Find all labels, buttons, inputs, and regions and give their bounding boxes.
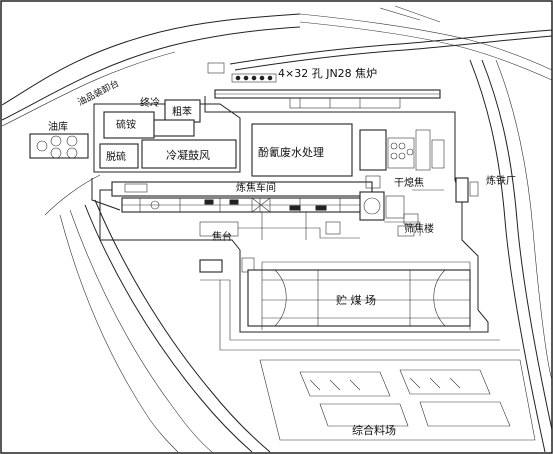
coke-oven-battery <box>207 62 441 109</box>
dry-quenching <box>359 175 444 237</box>
plant-boundary <box>99 96 489 333</box>
ammonium-sulfate-label: 硫铵 <box>116 118 136 131</box>
service-roads <box>44 174 520 351</box>
coke-wharf <box>199 212 360 273</box>
wastewater-label: 酚氰废水处理 <box>258 145 324 159</box>
railway-tracks-top <box>229 5 553 81</box>
ironworks-building <box>455 177 479 203</box>
chemical-area-boundary <box>93 103 241 173</box>
condensation-blower-label: 冷凝鼓风 <box>166 148 210 162</box>
crude-benzene-label: 粗苯 <box>172 105 192 118</box>
coal-yard <box>247 261 471 330</box>
lower-left-rails <box>59 199 271 453</box>
coking-workshop-label: 炼焦车间 <box>236 181 276 194</box>
chemical-buildings <box>99 99 237 169</box>
ironworks-label: 炼铁厂 <box>486 174 516 187</box>
title-label: 4×32 孔 JN28 焦炉 <box>278 67 377 80</box>
coke-screening-label: 筛焦楼 <box>404 222 434 235</box>
coking-workshop <box>111 181 373 213</box>
desulfurization-label: 脱硫 <box>106 150 126 163</box>
oil-depot-label: 油库 <box>48 120 68 133</box>
final-cooling-label: 终冷 <box>140 96 160 109</box>
wastewater-treatment <box>251 123 445 177</box>
top-left-roads <box>1 13 301 127</box>
material-yard-label: 综合料场 <box>352 423 396 437</box>
oil-depot <box>29 133 89 159</box>
coke-wharf-label: 焦台 <box>212 230 232 243</box>
coal-yard-label: 贮 煤 场 <box>336 293 376 307</box>
dry-quenching-label: 干熄焦 <box>394 176 424 189</box>
right-side-rails <box>469 59 553 453</box>
material-yard <box>259 359 536 441</box>
